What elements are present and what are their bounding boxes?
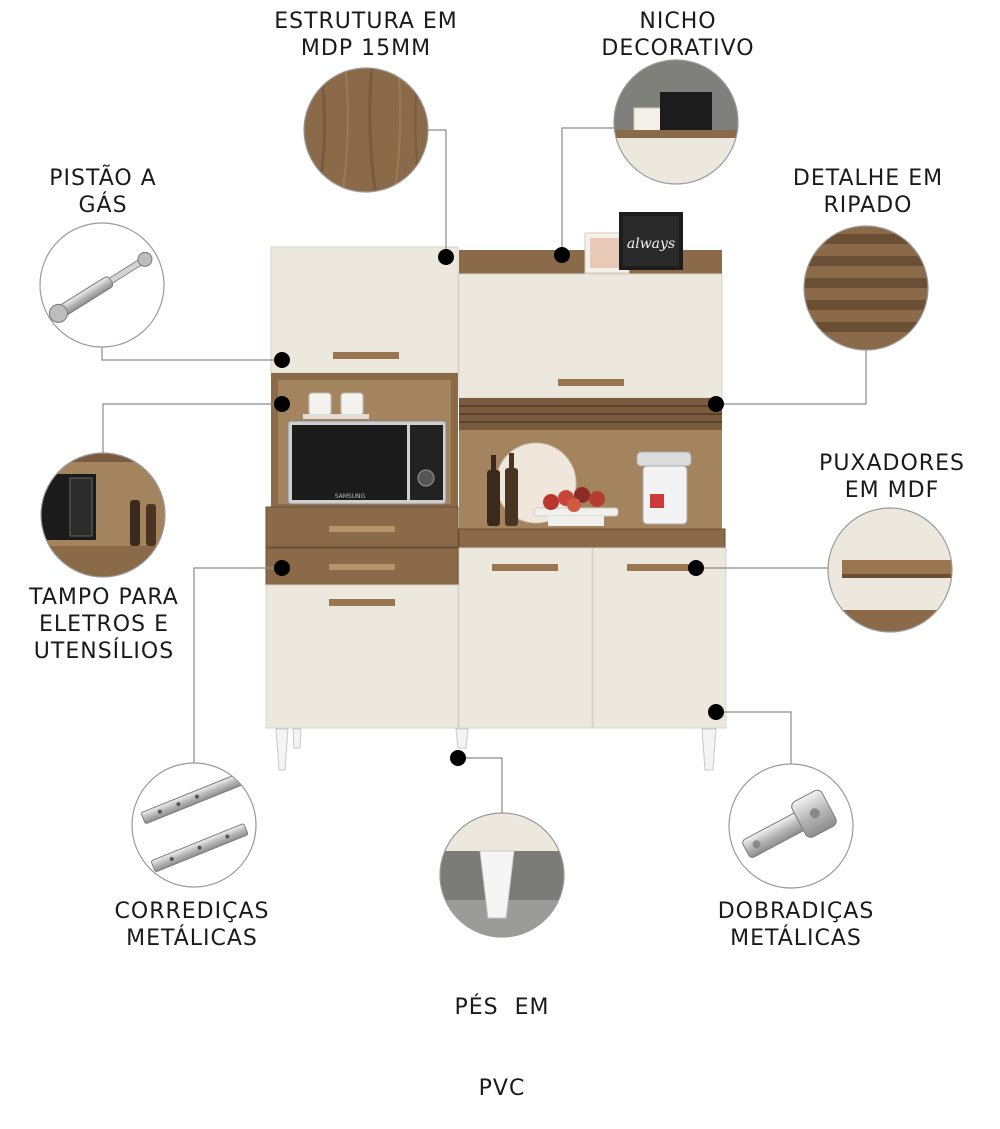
cups xyxy=(303,392,369,419)
label-line: EM MDF xyxy=(844,478,940,503)
label-pistao: PISTÃO A GÁS xyxy=(18,165,188,219)
dot-dobradicas xyxy=(708,704,724,720)
dot-estrutura xyxy=(438,249,454,265)
feet xyxy=(275,728,717,771)
label-line: MDP 15MM xyxy=(300,36,432,61)
handle xyxy=(329,599,395,606)
fruit-bowl xyxy=(533,487,619,526)
label-line: DOBRADIÇAS xyxy=(717,899,875,924)
label-puxadores: PUXADORES EM MDF xyxy=(802,450,982,504)
frame-text: always xyxy=(627,236,675,252)
kitchen-scale xyxy=(636,451,692,525)
lower-right-door xyxy=(592,547,727,729)
leader-lines xyxy=(101,127,867,813)
label-line: METÁLICAS xyxy=(730,926,862,951)
label-pes: PÉS EM PVC xyxy=(420,940,584,1129)
appliance-top xyxy=(458,528,726,549)
label-nicho: NICHO DECORATIVO xyxy=(580,8,776,62)
label-corredicas: CORREDIÇAS METÁLICAS xyxy=(100,898,284,952)
label-line: METÁLICAS xyxy=(126,926,258,951)
kitchen-cabinet: SAMSUNG always xyxy=(265,212,727,771)
mdf-handle-icon xyxy=(827,507,953,633)
label-ripado: DETALHE EM RIPADO xyxy=(778,165,958,219)
decorative-niche-icon xyxy=(613,59,739,185)
handle xyxy=(558,379,624,386)
handle xyxy=(329,564,395,570)
product-feature-diagram: SAMSUNG always xyxy=(39,59,953,938)
label-line: PVC xyxy=(478,1076,526,1101)
label-line: GÁS xyxy=(78,193,128,218)
label-estrutura: ESTRUTURA EM MDP 15MM xyxy=(268,8,464,62)
upper-right-door xyxy=(458,273,723,399)
slatted-detail xyxy=(459,398,722,430)
dot-puxadores xyxy=(688,560,704,576)
label-line: DETALHE EM xyxy=(792,166,944,191)
label-line: DECORATIVO xyxy=(601,36,755,61)
dot-ripado xyxy=(708,396,724,412)
label-line: ESTRUTURA EM xyxy=(274,9,458,34)
handle xyxy=(333,352,399,359)
handle xyxy=(627,564,693,571)
callout-dots xyxy=(274,247,724,766)
microwave: SAMSUNG xyxy=(287,420,447,505)
metal-slides-icon xyxy=(131,762,257,888)
label-dobradicas: DOBRADIÇAS METÁLICAS xyxy=(704,898,888,952)
appliance-shelf-icon xyxy=(40,452,166,578)
pvc-foot-icon xyxy=(439,812,565,938)
metal-hinge-icon xyxy=(728,763,854,889)
handle xyxy=(492,564,558,571)
slatted-wood-icon xyxy=(803,225,929,351)
label-tampo: TAMPO PARA ELETROS E UTENSÍLIOS xyxy=(14,584,194,665)
label-line: PUXADORES xyxy=(819,451,965,476)
dot-nicho xyxy=(554,247,570,263)
label-line: ELETROS E xyxy=(39,612,169,637)
dot-pes xyxy=(450,750,466,766)
wood-texture-icon xyxy=(303,67,429,193)
handle xyxy=(329,526,395,532)
label-line: NICHO xyxy=(639,9,717,34)
dot-tampo xyxy=(274,396,290,412)
label-line: UTENSÍLIOS xyxy=(33,639,175,664)
dot-corredicas xyxy=(274,560,290,576)
lower-middle-door xyxy=(458,547,593,729)
label-line: CORREDIÇAS xyxy=(114,899,270,924)
microwave-brand: SAMSUNG xyxy=(335,493,366,500)
label-line: TAMPO PARA xyxy=(29,585,179,610)
label-line: PÉS EM xyxy=(454,995,550,1020)
label-line: RIPADO xyxy=(823,193,913,218)
dot-pistao xyxy=(274,352,290,368)
bottles xyxy=(487,453,518,526)
label-line: PISTÃO A xyxy=(49,166,157,191)
lower-left-door xyxy=(265,584,459,729)
gas-piston-icon xyxy=(39,222,165,348)
